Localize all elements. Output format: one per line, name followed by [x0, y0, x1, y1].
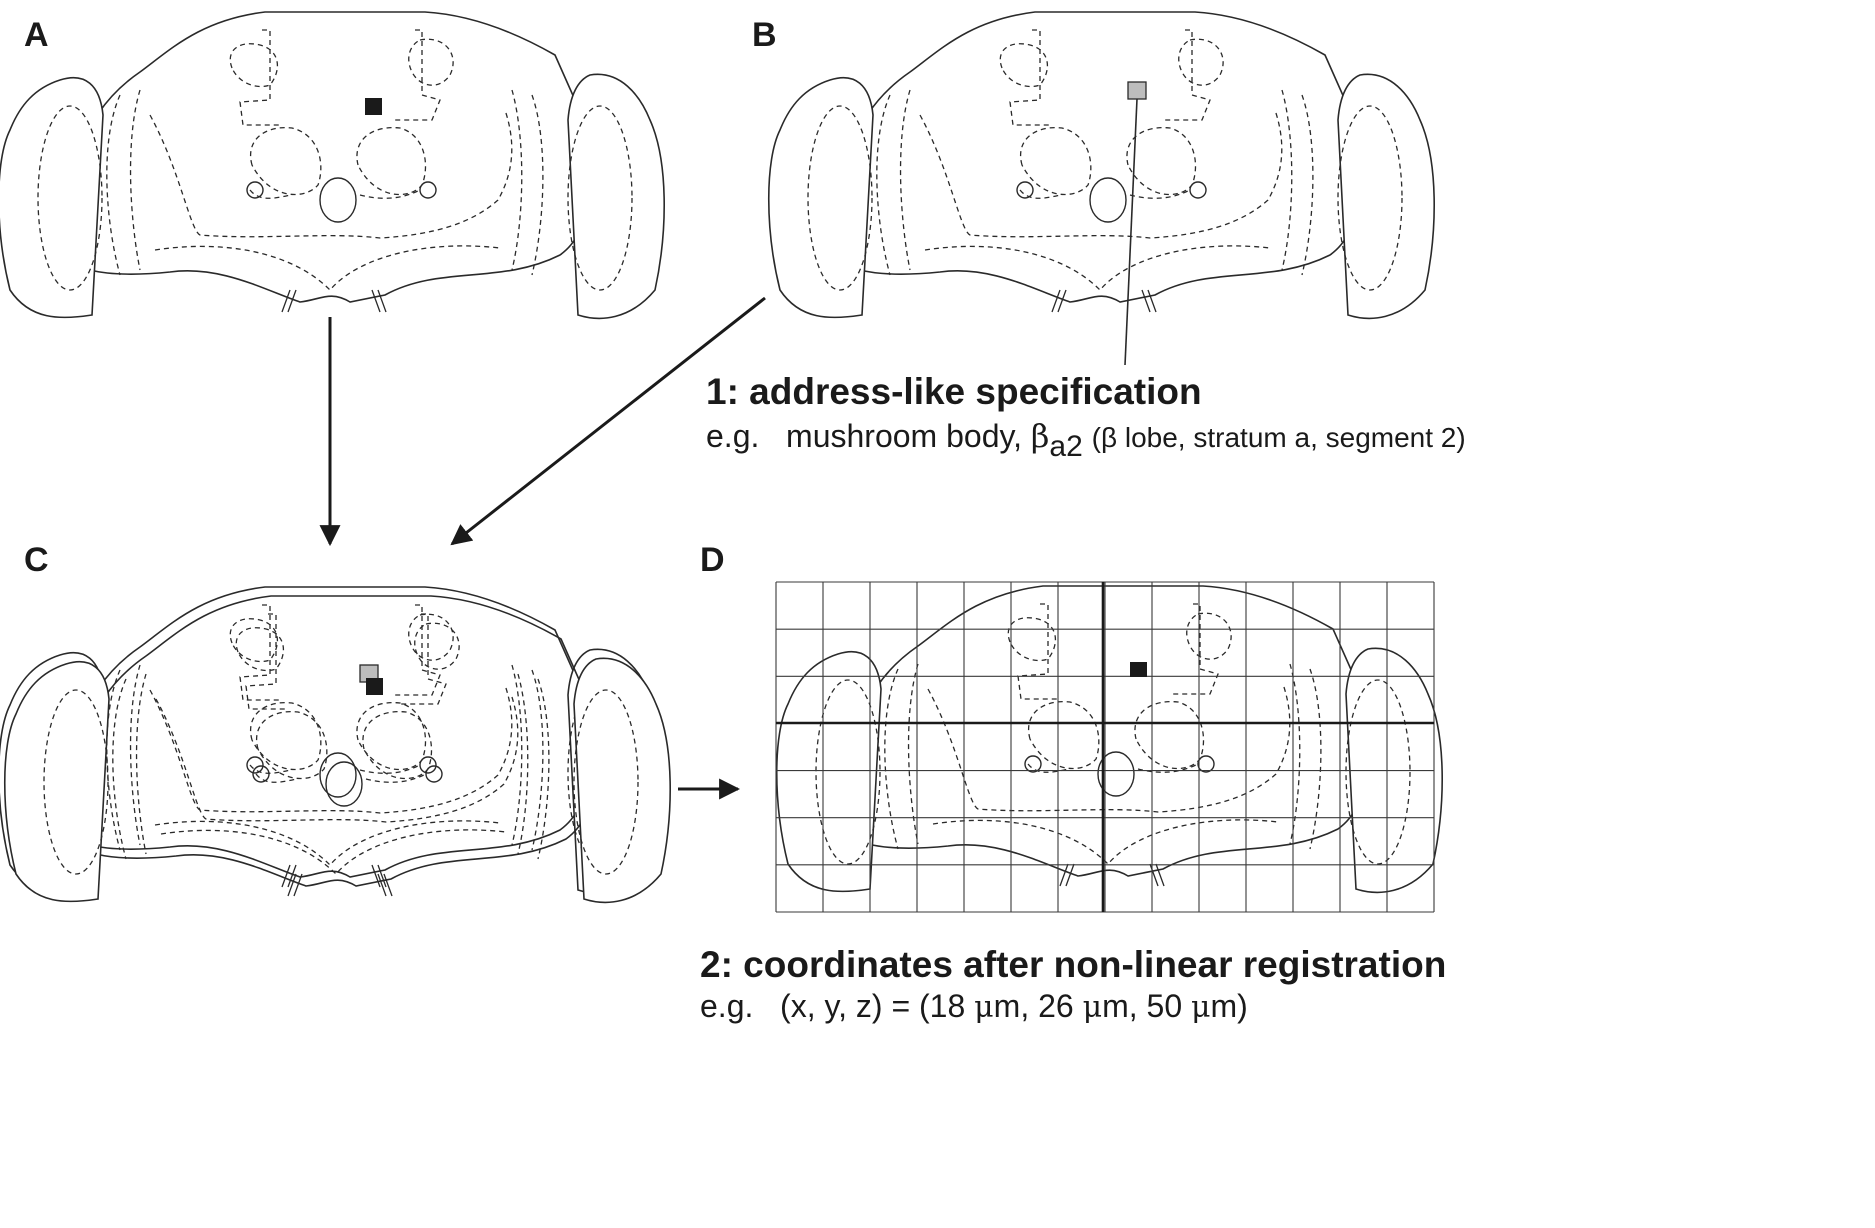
- reference-marker: [1127, 81, 1147, 100]
- panel-label-d: D: [700, 541, 725, 579]
- caption1-detail: (β lobe, stratum a, segment 2): [1091, 422, 1466, 453]
- panel-d-grid: [775, 581, 1444, 913]
- caption2-z-value: 50: [1146, 988, 1183, 1024]
- caption2-title: 2: coordinates after non-linear registra…: [700, 944, 1447, 985]
- brain-outline-icon: [0, 11, 666, 320]
- panel-c-brain: [0, 586, 672, 904]
- caption2-unit-mu-3: μ: [1191, 990, 1211, 1025]
- pointer-line: [1124, 98, 1138, 366]
- caption1-structure: mushroom body,: [786, 418, 1022, 454]
- caption2-example: e.g. (x, y, z) = (18 μm, 26 μm, 50 μm): [700, 990, 1248, 1023]
- caption2-sep-2: ,: [1128, 988, 1147, 1024]
- caption1-subscript: a2: [1049, 430, 1083, 463]
- panel-b-brain: [767, 11, 1436, 366]
- caption2-lhs: (x, y, z) = (: [780, 988, 930, 1024]
- caption2-unit-mu: μ: [974, 990, 994, 1025]
- caption1-example: e.g. mushroom body, βa2 (β lobe, stratum…: [706, 417, 1466, 462]
- caption2-unit-m-2: m: [1102, 988, 1129, 1024]
- caption1-prefix: e.g.: [706, 418, 760, 454]
- panel-label-a: A: [24, 16, 49, 54]
- registered-marker: [366, 678, 383, 695]
- registered-marker: [365, 98, 382, 115]
- caption1-symbol: β: [1030, 417, 1050, 455]
- caption2-unit-m: m: [993, 988, 1021, 1024]
- brain-outline-icon: [767, 11, 1436, 320]
- caption2-y-value: 26: [1038, 988, 1074, 1024]
- caption2-prefix: e.g.: [700, 988, 754, 1024]
- arrow-icon: [450, 296, 766, 546]
- caption2-sep: ,: [1020, 988, 1039, 1024]
- caption1-title: 1: address-like specification: [706, 371, 1202, 412]
- brain-outline-icon: [775, 585, 1444, 894]
- panel-label-c: C: [24, 541, 49, 579]
- panel-label-b: B: [752, 16, 777, 54]
- panel-a-brain: [0, 11, 666, 320]
- caption2-close: ): [1237, 988, 1248, 1024]
- registered-marker: [1130, 662, 1147, 677]
- caption2-unit-m-3: m: [1210, 988, 1238, 1024]
- caption2-x-value: 18: [929, 988, 966, 1024]
- caption2-unit-mu-2: μ: [1082, 990, 1103, 1025]
